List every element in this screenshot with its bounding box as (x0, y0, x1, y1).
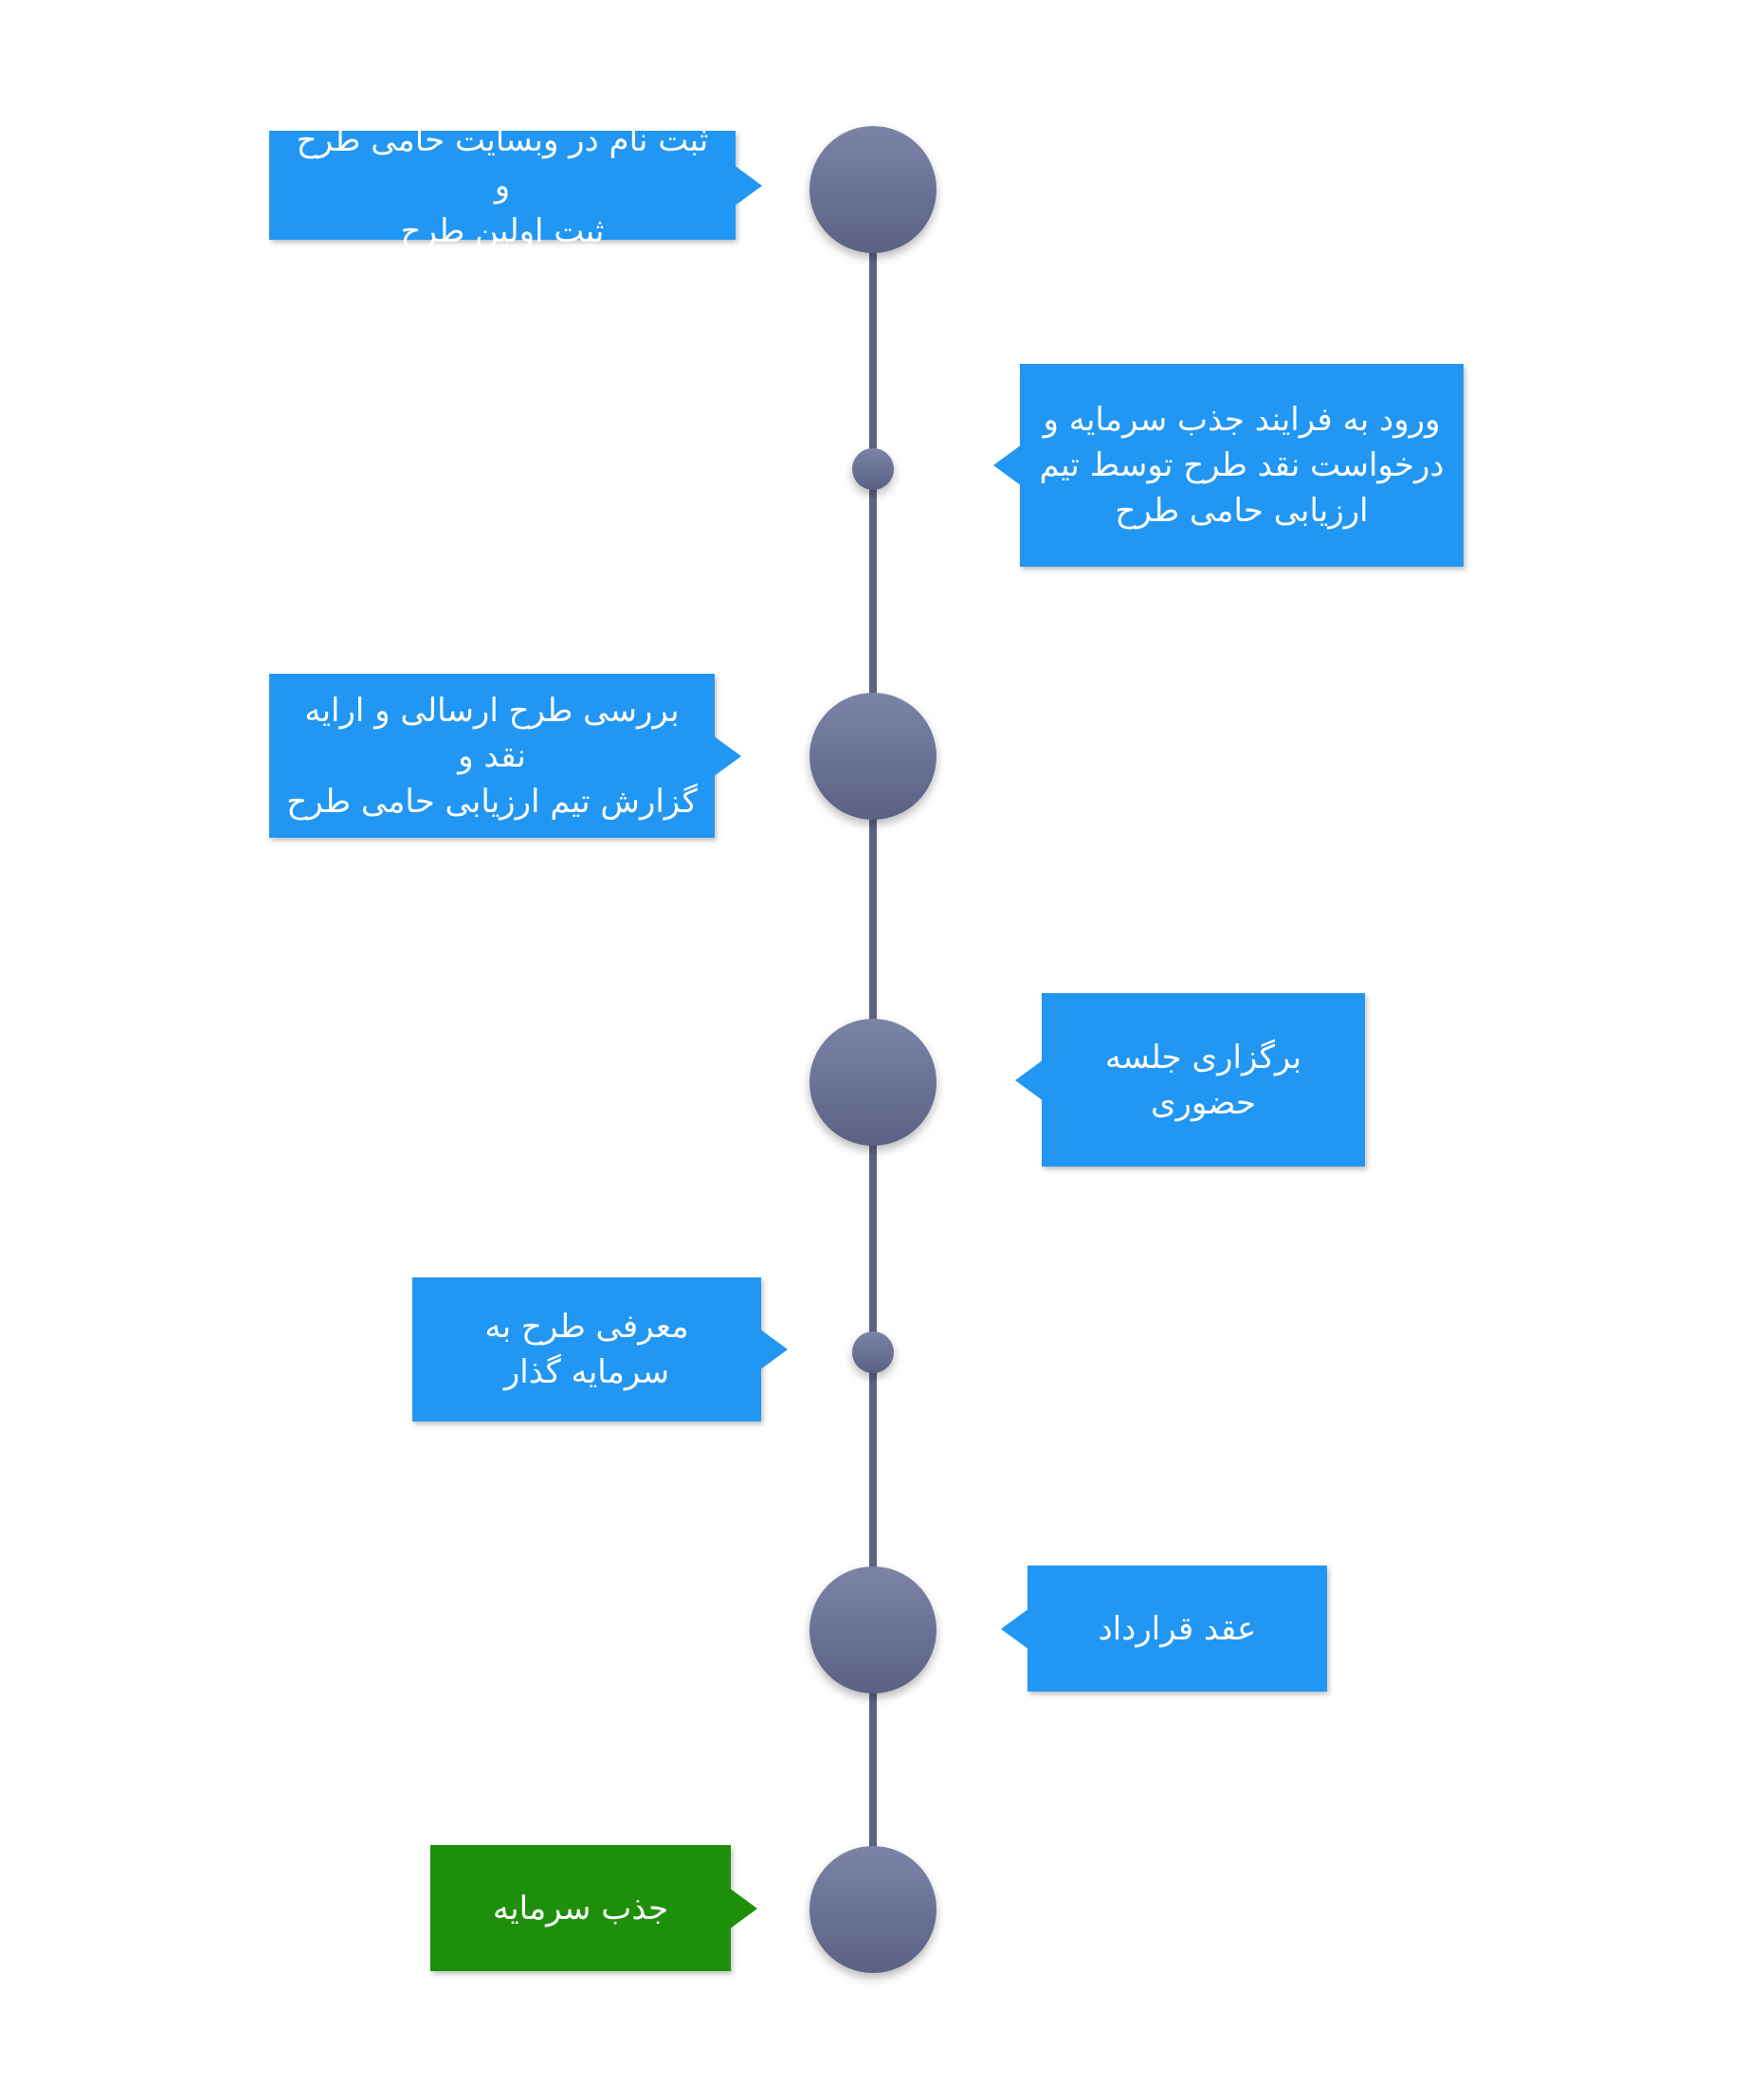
step-2-box: ورود به فرایند جذب سرمایه و درخواست نقد … (1020, 364, 1464, 567)
timeline-node-6 (809, 1566, 937, 1693)
timeline-node-2 (852, 448, 894, 490)
step-3-box: بررسی طرح ارسالی و ارایه نقد و گزارش تیم… (269, 674, 715, 838)
step-3-label: بررسی طرح ارسالی و ارایه نقد و گزارش تیم… (286, 691, 698, 821)
timeline-node-1 (809, 126, 937, 253)
step-1-label: ثبت نام در وبسایت حامی طرح و ثبت اولین ط… (296, 120, 709, 250)
step-7-box: جذب سرمایه (430, 1845, 731, 1971)
step-5-label: معرفی طرح به سرمایه گذار (484, 1308, 689, 1391)
timeline-node-4 (809, 1019, 937, 1146)
step-2-label: ورود به فرایند جذب سرمایه و درخواست نقد … (1039, 401, 1445, 530)
timeline-node-7 (809, 1846, 937, 1973)
step-4-label: برگزاری جلسه حضوری (1104, 1038, 1302, 1122)
timeline-node-3 (809, 693, 937, 820)
step-6-box: عقد قرارداد (1027, 1566, 1327, 1692)
step-7-label: جذب سرمایه (492, 1889, 669, 1928)
step-1-box: ثبت نام در وبسایت حامی طرح و ثبت اولین ط… (269, 121, 736, 250)
timeline-node-5 (852, 1331, 894, 1373)
step-6-label: عقد قرارداد (1098, 1609, 1257, 1648)
step-4-box: برگزاری جلسه حضوری (1042, 993, 1365, 1167)
step-5-box: معرفی طرح به سرمایه گذار (412, 1277, 761, 1421)
